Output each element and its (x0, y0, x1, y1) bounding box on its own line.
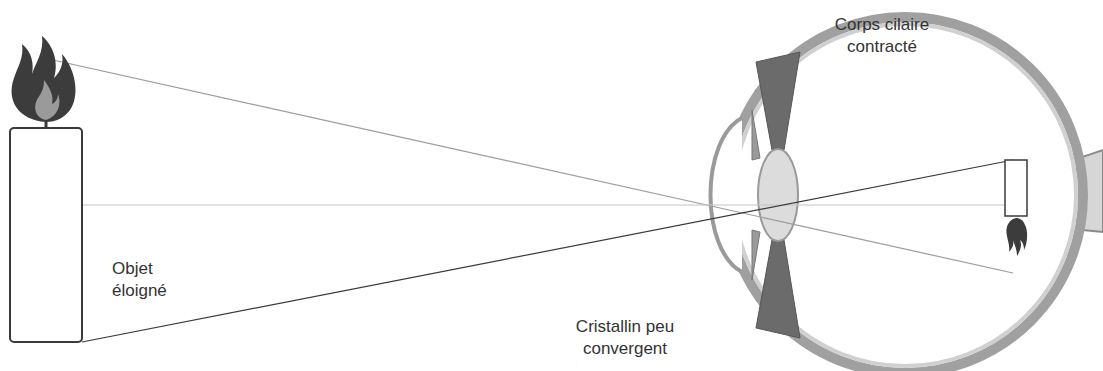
ciliary-body (756, 240, 800, 338)
lens-label: Cristallin peu convergent (555, 316, 695, 360)
light-ray (44, 58, 1013, 273)
candle-flame (35, 80, 59, 120)
iris (752, 110, 760, 160)
object-label: Objet éloigné (112, 258, 204, 302)
retina (734, 24, 1076, 366)
light-ray (82, 204, 1013, 205)
ciliary-body (756, 52, 800, 150)
candle (10, 128, 82, 342)
ciliary-body-label: Corps cilaire contracté (812, 14, 952, 58)
retinal-image (1005, 160, 1027, 216)
eyeball (727, 17, 1083, 371)
candle-flame (12, 36, 76, 122)
lens (758, 149, 798, 241)
cornea (711, 118, 743, 272)
retinal-image-flame (1006, 218, 1027, 256)
light-ray (82, 160, 1013, 342)
iris (752, 230, 760, 280)
